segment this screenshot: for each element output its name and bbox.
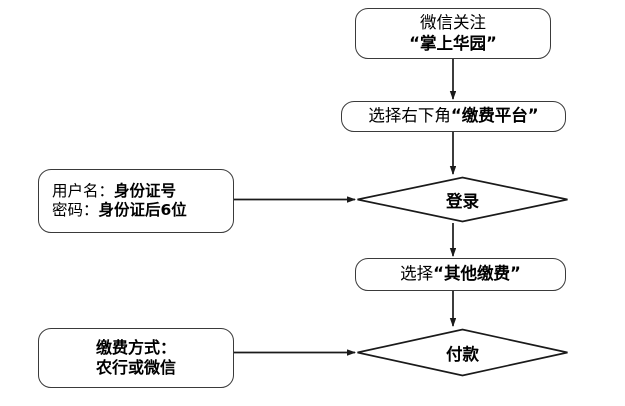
node-pay-methods[interactable]: 缴费方式： 农行或微信 — [38, 328, 234, 388]
node-login[interactable]: 登录 — [356, 176, 569, 223]
credentials-password-label: 密码： — [52, 201, 99, 219]
node-wechat-follow-line2: “掌上华园” — [409, 33, 497, 53]
credentials-username-value: 身份证号 — [114, 182, 177, 201]
node-pay-methods-line2: 农行或微信 — [95, 358, 176, 377]
node-login-label: 登录 — [446, 191, 479, 211]
node-select-platform-emphasis: “缴费平台” — [450, 106, 539, 126]
credentials-username-row: 用户名：身份证号 — [52, 182, 176, 201]
node-other-payment-emphasis: “其他缴费” — [433, 264, 521, 284]
node-pay-label: 付款 — [446, 344, 479, 364]
node-wechat-follow[interactable]: 微信关注 “掌上华园” — [355, 8, 551, 59]
credentials-password-value: 身份证后6位 — [98, 201, 187, 219]
node-wechat-follow-line1: 微信关注 — [420, 13, 486, 33]
login-diamond-shape — [357, 176, 568, 223]
credentials-password-row: 密码：身份证后6位 — [52, 201, 187, 220]
node-other-payment[interactable]: 选择“其他缴费” — [355, 258, 566, 291]
node-select-platform[interactable]: 选择右下角“缴费平台” — [341, 101, 566, 132]
node-credentials[interactable]: 用户名：身份证号 密码：身份证后6位 — [38, 169, 234, 233]
credentials-username-label: 用户名： — [52, 182, 115, 201]
node-other-payment-lead: 选择 — [400, 264, 434, 284]
node-select-platform-lead: 选择右下角 — [368, 106, 451, 126]
node-pay-methods-line1: 缴费方式： — [95, 338, 176, 358]
node-pay[interactable]: 付款 — [356, 328, 569, 377]
pay-diamond-shape — [357, 328, 568, 377]
